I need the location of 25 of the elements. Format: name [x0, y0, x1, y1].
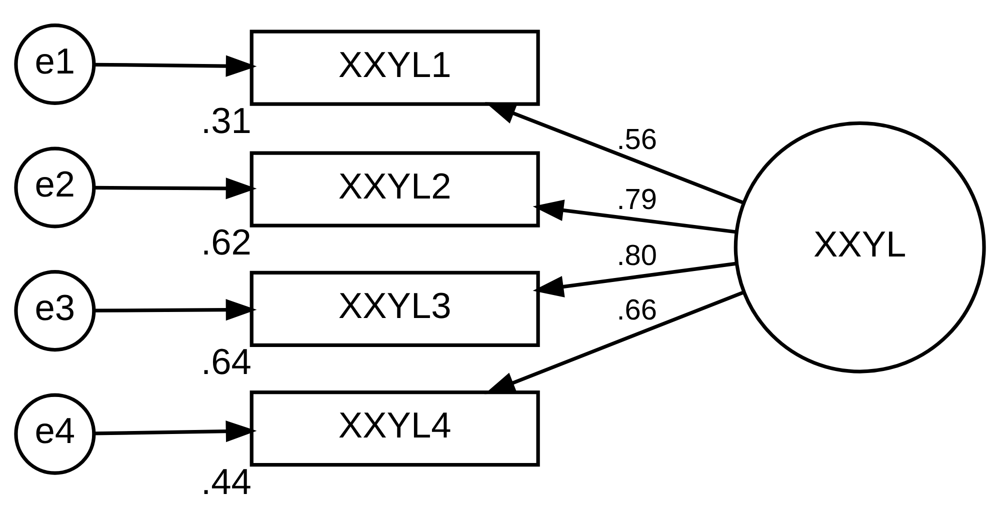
arrow [94, 177, 257, 199]
arrow [94, 298, 257, 320]
arrow [532, 261, 736, 297]
edge-label: .80 [616, 240, 658, 272]
node-circle: XXYL [734, 120, 986, 373]
edge-label: .56 [616, 124, 658, 156]
node-label: .31 [201, 100, 252, 141]
node-label: .44 [201, 460, 252, 502]
arrow [484, 102, 744, 204]
node-circle: e3 [14, 269, 96, 352]
node-circle: e1 [14, 22, 96, 105]
node-circle: e4 [14, 392, 96, 474]
arrow [532, 199, 736, 234]
node-circle: e2 [14, 146, 96, 228]
arrow [94, 420, 257, 442]
node-box: XXYL3 [250, 270, 540, 347]
node-label: .64 [201, 340, 252, 382]
arrow [94, 54, 257, 76]
node-box: XXYL1 [250, 29, 540, 106]
edge-label: .79 [616, 183, 658, 216]
node-label: .62 [201, 221, 252, 262]
node-box: XXYL2 [250, 150, 540, 227]
edge-label: .66 [616, 294, 658, 326]
node-box: XXYL4 [250, 390, 540, 466]
arrow [484, 290, 744, 394]
